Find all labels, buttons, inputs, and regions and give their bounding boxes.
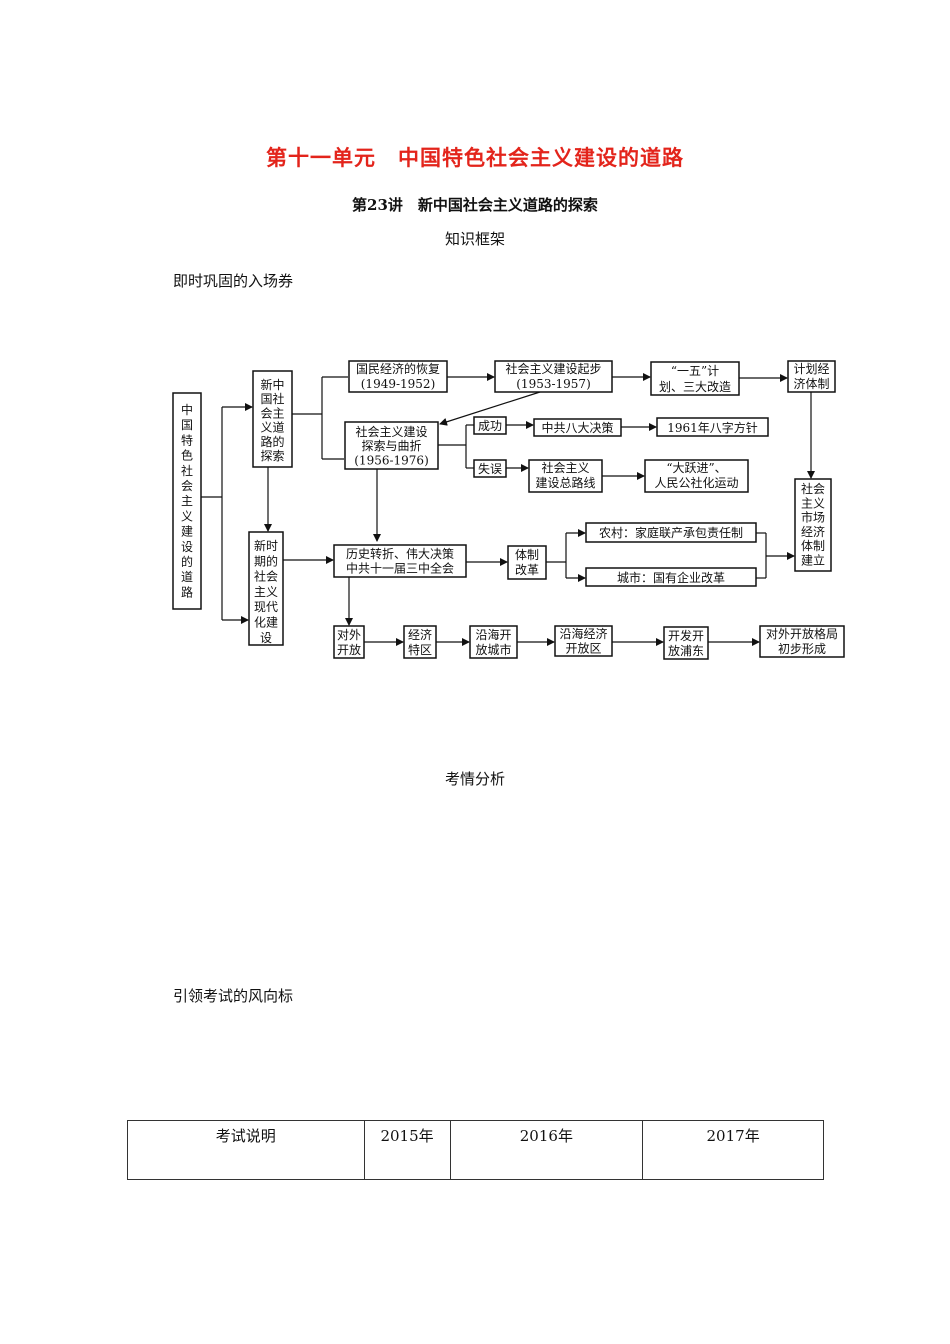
exam-table-header: 2016年	[449, 1120, 644, 1180]
box-planned-economy: 计划经济体制	[793, 362, 829, 391]
box-coastal-open-zones: 沿海经济开放区	[559, 626, 607, 656]
exam-table-header: 2015年	[363, 1120, 451, 1180]
box-general-line: 社会主义建设总路线	[535, 460, 595, 490]
box-urban-reform: 城市：国有企业改革	[617, 570, 725, 585]
box-exploration-and-setbacks: 社会主义建设探索与曲折(1956-1976)	[354, 424, 429, 467]
lecture-title: 第23讲 新中国社会主义道路的探索	[352, 196, 598, 214]
exam-table-header-row: 考试说明 2015年 2016年 2017年	[127, 1120, 824, 1180]
box-market-economy: 社会主义市场经济体制建立	[801, 481, 825, 568]
unit-title: 第十一单元 中国特色社会主义建设的道路	[266, 145, 684, 170]
section-guide-heading: 引领考试的风向标	[173, 987, 294, 1005]
box-first-five-year-plan: “一五”计划、三大改造	[659, 364, 731, 394]
box-socialist-road-exploration: 新中国社会主义道路的探索	[260, 377, 284, 463]
diagram-connectors	[201, 373, 815, 646]
exam-table: 考试说明 2015年 2016年 2017年	[127, 1120, 824, 1180]
exam-table-header: 考试说明	[127, 1120, 365, 1180]
box-eighth-congress: 中共八大决策	[541, 420, 613, 435]
diagram-boxes	[172, 360, 845, 660]
box-failure: 失误	[478, 461, 502, 476]
box-new-era-modernization: 新时期的社会主义现代化建设	[254, 538, 278, 645]
box-third-plenum: 历史转折、伟大决策中共十一届三中全会	[346, 546, 454, 576]
box-eight-character-policy: 1961年八字方针	[667, 420, 758, 435]
section-analysis-heading: 考情分析	[444, 770, 505, 788]
box-economic-recovery: 国民经济的恢复(1949-1952)	[356, 361, 440, 391]
box-system-reform: 体制改革	[515, 548, 539, 577]
exam-table-header: 2017年	[642, 1120, 824, 1180]
box-construction-start: 社会主义建设起步(1953-1957)	[505, 361, 601, 391]
box-rural-reform: 农村：家庭联产承包责任制	[599, 525, 743, 540]
box-coastal-cities: 沿海开放城市	[475, 627, 511, 657]
box-success: 成功	[478, 419, 502, 433]
box-opening-up: 对外开放	[337, 628, 361, 657]
box-pudong: 开发开放浦东	[668, 628, 704, 658]
box-root: 中国特色社会主义建设的道路	[181, 402, 193, 599]
box-special-economic-zones: 经济特区	[408, 627, 432, 657]
section-framework-heading: 知识框架	[444, 230, 505, 248]
section-ticket-heading: 即时巩固的入场券	[173, 272, 294, 290]
box-great-leap-forward: “大跃进”、人民公社化运动	[654, 461, 738, 490]
box-opening-pattern: 对外开放格局初步形成	[766, 626, 838, 656]
